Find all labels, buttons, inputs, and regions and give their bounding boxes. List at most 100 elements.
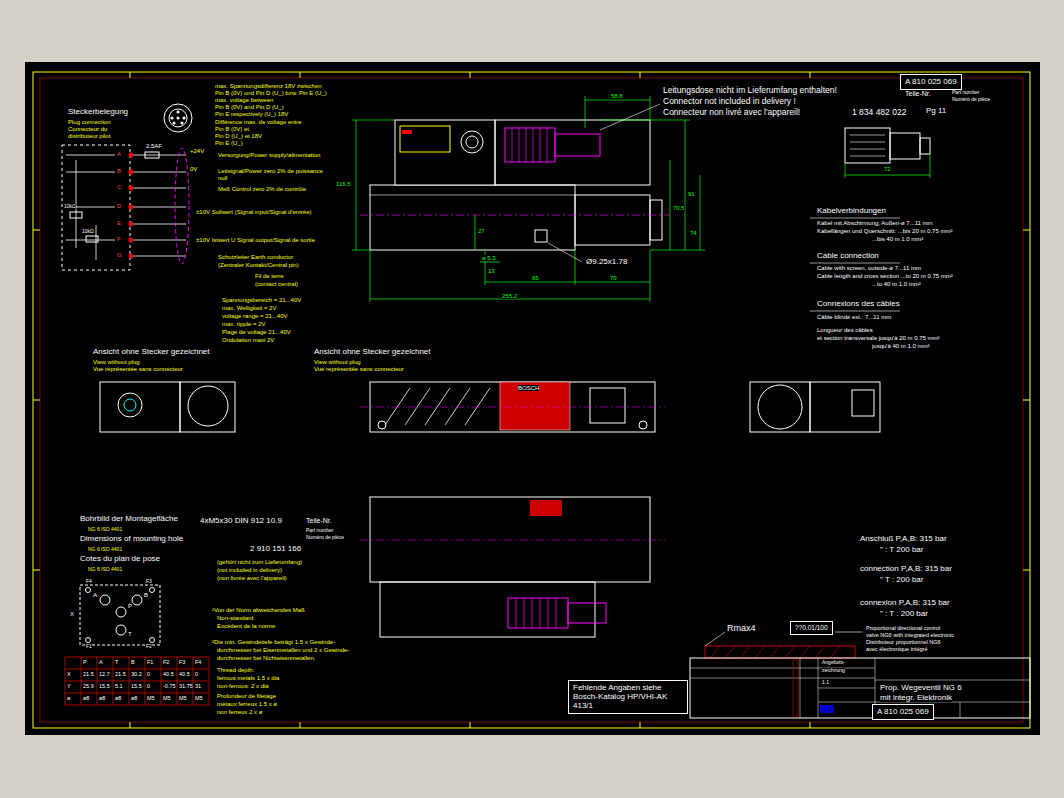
drawing-label: " : T 200 bar: [880, 546, 923, 554]
drawing-label: (Zentraler Kontakt/Central pin): [218, 262, 299, 268]
drawing-label: 1 834 482 022: [852, 108, 906, 117]
drawing-label: B: [131, 660, 135, 666]
drawing-label: 31: [195, 684, 201, 690]
drawing-label: max. voltage between: [215, 97, 273, 103]
drawing-label: BOSCH: [518, 385, 539, 391]
drawing-label: ø8: [131, 696, 137, 702]
drawing-label: 1:1: [822, 680, 829, 685]
drawing-label: 40.5: [179, 672, 190, 678]
drawing-label: Teile-Nr.: [306, 517, 332, 524]
drawing-label: ...bis 40 m 1.0 mm²: [872, 236, 923, 242]
drawing-label: Dimensions of mounting hole: [80, 535, 183, 543]
drawing-label: NG 6 ISO 4401: [88, 527, 122, 532]
drawing-label: Plug connection: [68, 119, 111, 125]
drawing-label: +24V: [190, 148, 204, 154]
drawing-label: Plage de voltage 21...40V: [222, 329, 291, 335]
drawing-label: 13: [488, 268, 495, 274]
drawing-label: 15.5: [99, 684, 110, 690]
drawing-label: Prop. Wegeventil NG 6: [880, 684, 962, 692]
drawing-label: Fil de terre: [255, 273, 284, 279]
drawing-label: M5: [147, 696, 155, 702]
drawing-label: P: [83, 660, 87, 666]
drawing-label: durchmesser bei Nichteisenmetallen.: [217, 655, 315, 661]
drawing-label: null: [218, 175, 227, 181]
drawing-label: Y: [67, 684, 71, 690]
drawing-label: non-ferrous: 2 x dia: [217, 683, 269, 689]
drawing-label: 10kΩ: [64, 204, 76, 209]
drawing-label: ø 5.3: [482, 255, 496, 261]
drawing-label: 0: [195, 672, 198, 678]
drawing-label: 116.5: [336, 181, 351, 187]
drawing-label: Connecteur du: [68, 126, 107, 132]
drawing-label: ²Die min. Gewindetiefe beträgt 1.5 x Gew…: [212, 639, 335, 645]
drawing-label: Connecteur non livré avec l'appareil!: [663, 108, 800, 117]
drawing-label: F1: [86, 644, 92, 649]
drawing-label: M5: [163, 696, 171, 702]
drawing-label: avec électronique intégré: [866, 647, 927, 653]
drawing-label: Kabellängen und Querschnitt: ...bis 20 m…: [817, 228, 952, 234]
drawing-label: mit integr. Elektronik: [880, 694, 952, 702]
drawing-label: 58.8: [611, 93, 623, 99]
drawing-label: ...to 40 m 1.0 mm²: [872, 281, 921, 287]
box-text: ??0.01/100: [795, 624, 828, 631]
drawing-label: Ø9.25x1.78: [586, 258, 627, 266]
drawing-label: F1: [147, 660, 153, 666]
drawing-label: ±10V Istwert U Signal output/Signal de s…: [196, 237, 315, 243]
drawing-label: 72: [884, 166, 891, 172]
drawing-label: -0.75: [163, 684, 176, 690]
box-text: A 810 025 069: [905, 77, 957, 86]
drawing-label: A: [93, 592, 97, 598]
drawing-label: ø8: [83, 696, 89, 702]
drawing-label: Ansicht ohne Stecker gezeichnet: [93, 348, 210, 356]
drawing-label: Rmax4: [727, 624, 756, 633]
drawing-label: P: [128, 603, 132, 609]
drawing-label: Ondulation maxi 2V: [222, 337, 274, 343]
drawing-label: F3: [146, 579, 152, 584]
drawing-label: Angebots-: [822, 660, 845, 665]
drawing-label: Vue représentée sans connecteur: [93, 366, 183, 372]
drawing-label: View without plug: [93, 359, 140, 365]
drawing-label: M5: [195, 696, 203, 702]
drawing-label: Cable with screen, outside-ø 7...11 mm: [817, 265, 921, 271]
drawing-label: 21.5: [83, 672, 94, 678]
drawing-label: 2 910 151 166: [250, 545, 301, 553]
drawing-label: 74: [690, 230, 697, 236]
drawing-label: connection P,A,B: 315 bar: [860, 565, 952, 573]
drawing-label: 70.5: [673, 205, 685, 211]
drawing-label: F3: [179, 660, 185, 666]
drawing-label: 65: [532, 275, 539, 281]
drawing-label: Proportional directional control: [866, 626, 940, 632]
drawing-label: Versorgung/Power supply/alimentation: [218, 152, 320, 158]
drawing-label: D: [117, 203, 121, 209]
drawing-label: non ferreux 2 x ø: [217, 709, 262, 715]
drawing-label: Pin D (U_) et 18V: [215, 133, 262, 139]
drawing-label: 5.1: [115, 684, 123, 690]
drawing-label: Meß Control zero 2% de contrôle: [218, 186, 306, 192]
drawing-label: zeichnung: [822, 668, 845, 673]
drawing-label: 15.5: [131, 684, 142, 690]
box-text: Fehlende Angaben siehe Bosch-Katalog HP/…: [573, 683, 683, 711]
drawing-label: " T : 200 bar: [880, 576, 923, 584]
drawing-label: X: [70, 611, 74, 617]
drawing-label: ø8: [115, 696, 121, 702]
drawing-label: Numéro de pièce: [952, 97, 990, 102]
drawing-label: Bohrbild der Montagefläche: [80, 515, 178, 523]
box-text: A 810 025 069: [877, 707, 929, 716]
drawing-label: Cotes du plan de pose: [80, 555, 160, 563]
drawing-label: Cable length and cross section ...to 20 …: [817, 273, 953, 279]
drawing-label: 0: [147, 684, 150, 690]
drawing-label: 21.5: [115, 672, 126, 678]
drawing-label: connexion P,A,B: 315 bar: [860, 599, 950, 607]
drawing-label: T: [115, 660, 118, 666]
drawing-label: 70: [610, 275, 617, 281]
drawing-label: (non livrée avec l'appareil): [217, 575, 287, 581]
drawing-label: A: [117, 151, 121, 157]
drawing-label: Pin E respectively (U_) 18V: [215, 111, 288, 117]
drawing-label: Longueur des câbles: [817, 327, 873, 333]
drawing-label: 31.75: [179, 684, 193, 690]
drawing-label: 255.2: [502, 293, 517, 299]
drawing-label: View without plug: [314, 359, 361, 365]
drawing-label: " : T : 200 bar: [880, 610, 928, 618]
drawing-label: Schutzleiter Earth conductor: [218, 254, 293, 260]
